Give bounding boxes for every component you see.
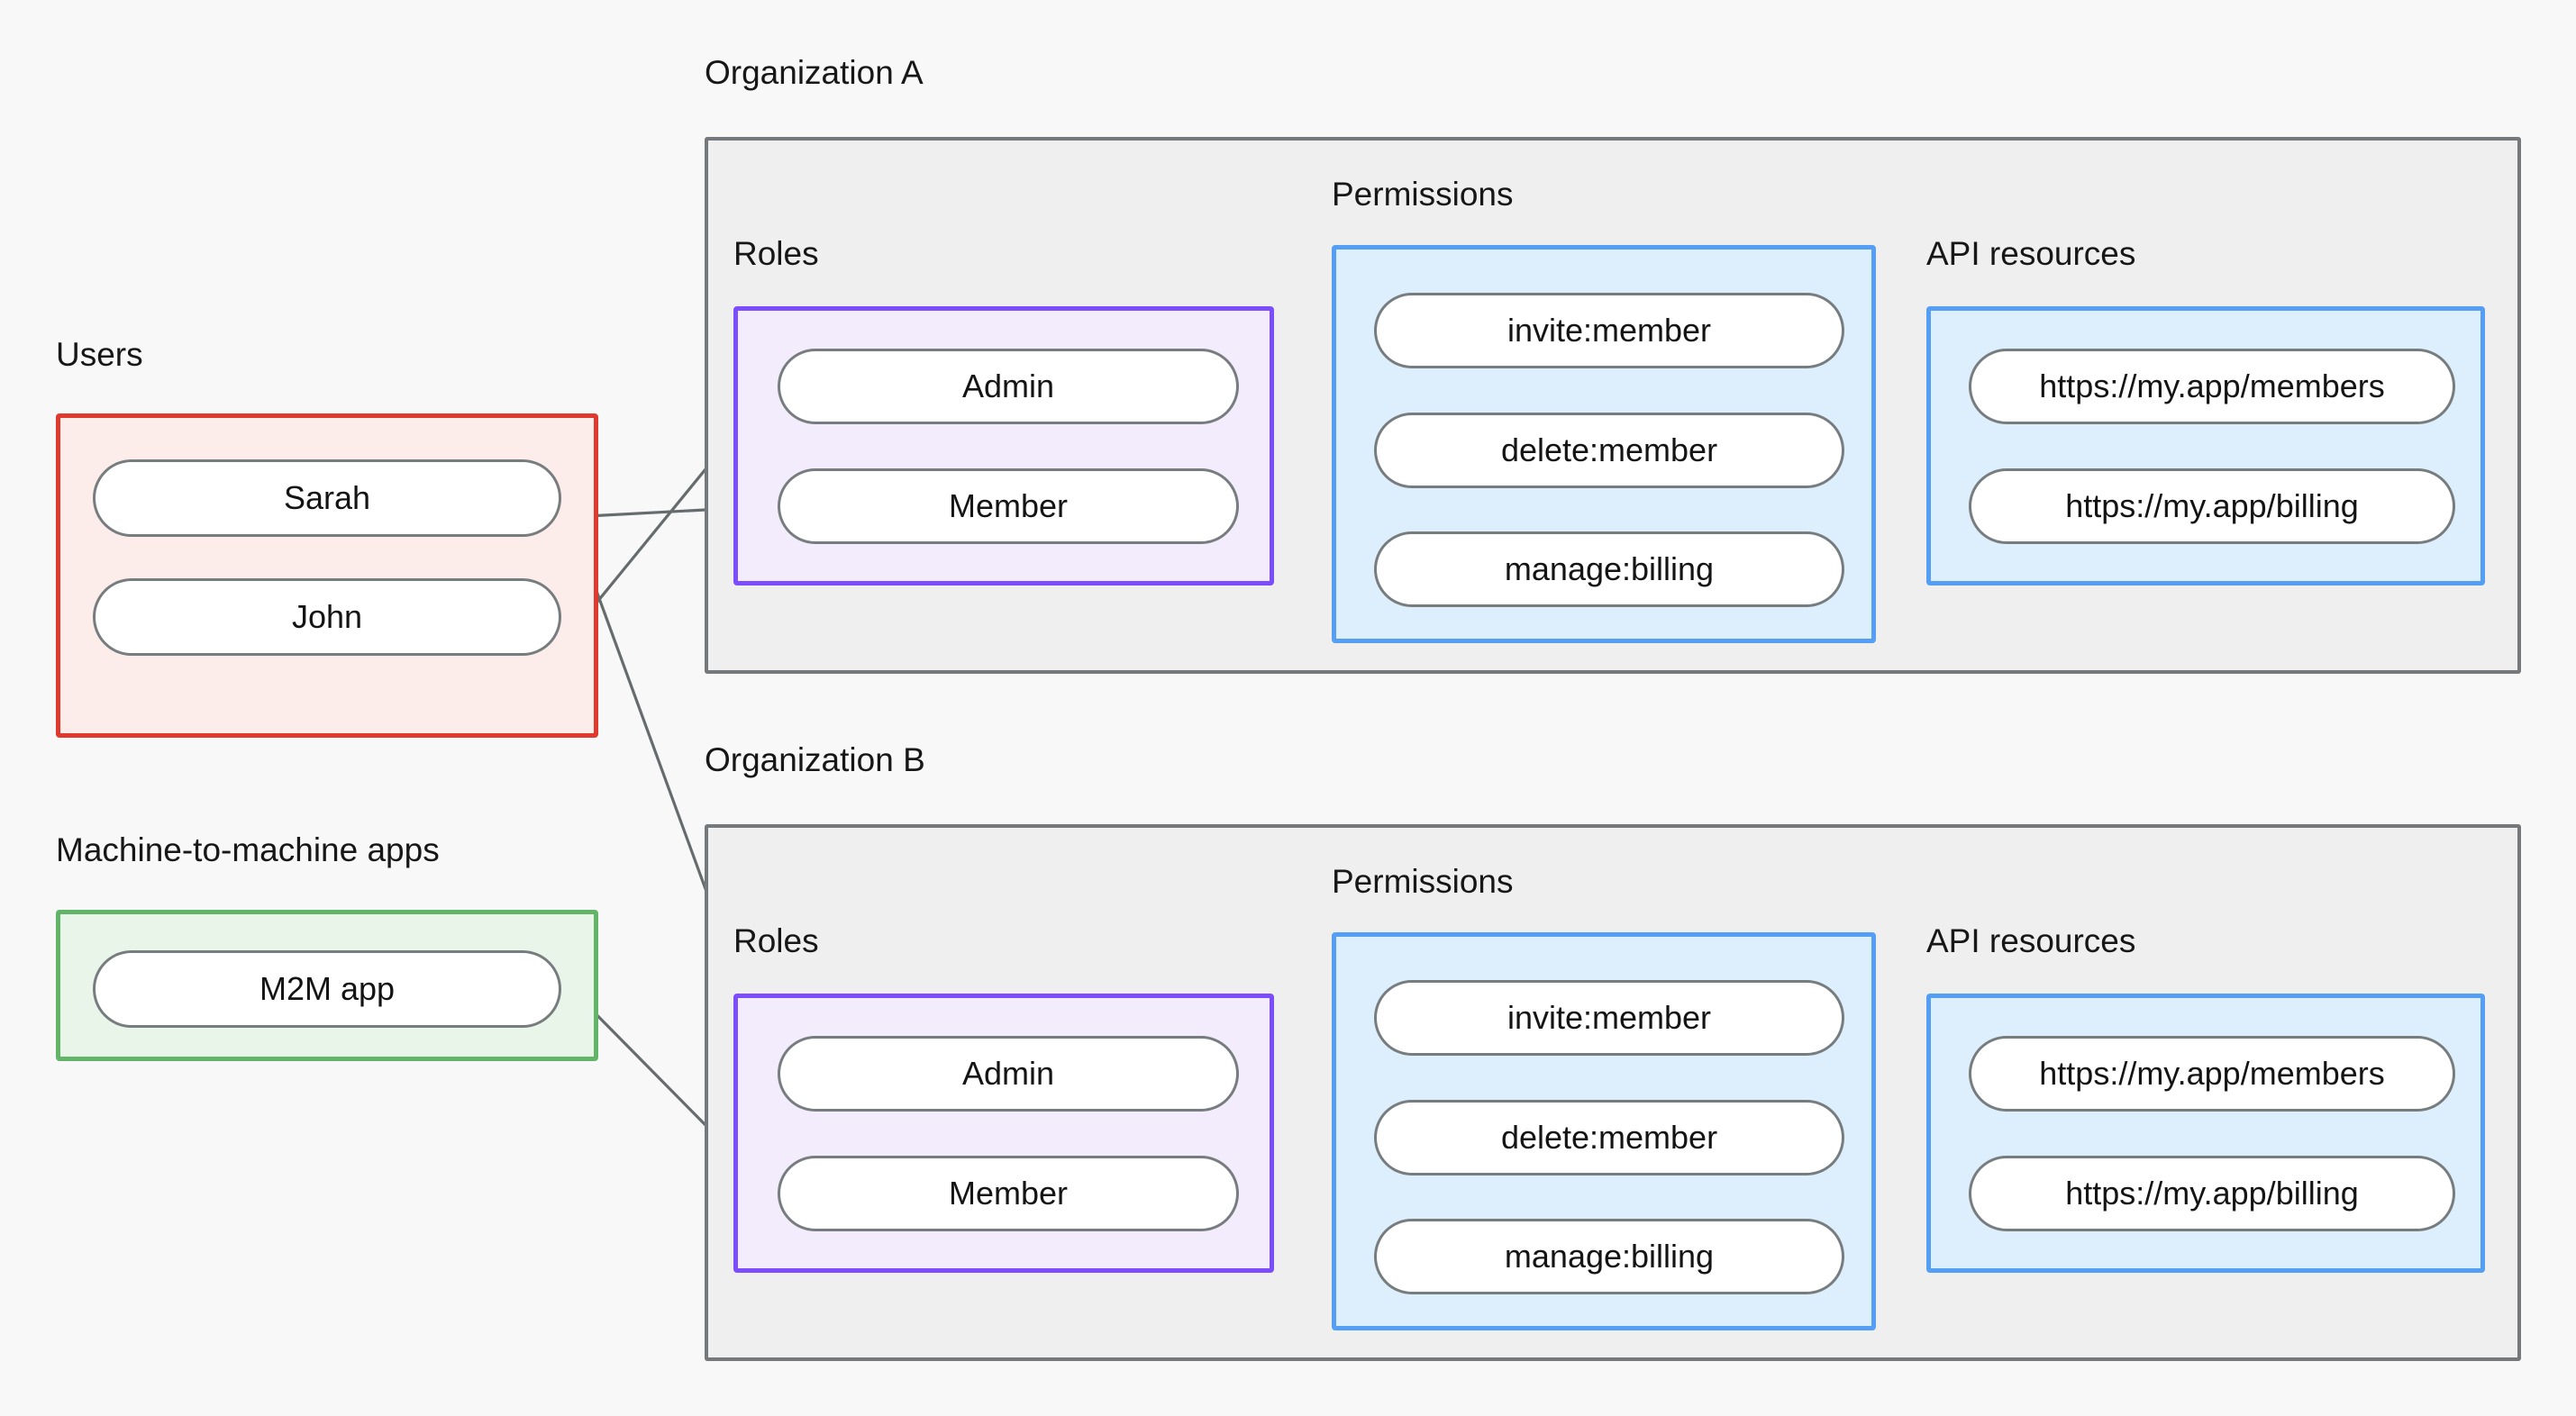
orgA-roles-container: Admin Member xyxy=(733,306,1274,585)
orgB-api-resource-members[interactable]: https://my.app/members xyxy=(1969,1036,2455,1112)
orgB-role-member[interactable]: Member xyxy=(778,1156,1239,1231)
m2m-container: M2M app xyxy=(56,910,598,1061)
orgA-permission-manage-billing[interactable]: manage:billing xyxy=(1374,531,1844,607)
user-node-john[interactable]: John xyxy=(93,578,561,656)
orgA-api-resources-label: API resources xyxy=(1926,235,2136,272)
orgB-api-resource-billing[interactable]: https://my.app/billing xyxy=(1969,1156,2455,1231)
orgB-roles-label: Roles xyxy=(733,922,819,959)
orgB-api-resources-container: https://my.app/members https://my.app/bi… xyxy=(1926,994,2485,1273)
orgB-permission-invite-member[interactable]: invite:member xyxy=(1374,980,1844,1056)
user-node-sarah[interactable]: Sarah xyxy=(93,459,561,537)
orgB-roles-container: Admin Member xyxy=(733,994,1274,1273)
organization-b-label: Organization B xyxy=(705,741,925,778)
orgA-role-member[interactable]: Member xyxy=(778,468,1239,544)
orgB-api-resources-label: API resources xyxy=(1926,922,2136,959)
orgB-permissions-container: invite:member delete:member manage:billi… xyxy=(1332,932,1876,1330)
orgA-api-resources-container: https://my.app/members https://my.app/bi… xyxy=(1926,306,2485,585)
orgA-api-resource-members[interactable]: https://my.app/members xyxy=(1969,349,2455,424)
m2m-node-app[interactable]: M2M app xyxy=(93,950,561,1028)
orgB-permissions-label: Permissions xyxy=(1332,863,1514,900)
m2m-group-label: Machine-to-machine apps xyxy=(56,831,440,868)
users-group-label: Users xyxy=(56,336,143,373)
organization-a-label: Organization A xyxy=(705,54,924,91)
orgB-role-admin[interactable]: Admin xyxy=(778,1036,1239,1112)
orgB-permission-delete-member[interactable]: delete:member xyxy=(1374,1100,1844,1175)
users-container: Sarah John xyxy=(56,413,598,738)
orgA-permission-invite-member[interactable]: invite:member xyxy=(1374,293,1844,368)
orgA-permissions-container: invite:member delete:member manage:billi… xyxy=(1332,245,1876,643)
orgA-role-admin[interactable]: Admin xyxy=(778,349,1239,424)
orgA-permissions-label: Permissions xyxy=(1332,176,1514,213)
orgB-permission-manage-billing[interactable]: manage:billing xyxy=(1374,1219,1844,1294)
orgA-api-resource-billing[interactable]: https://my.app/billing xyxy=(1969,468,2455,544)
orgA-roles-label: Roles xyxy=(733,235,819,272)
orgA-permission-delete-member[interactable]: delete:member xyxy=(1374,413,1844,488)
